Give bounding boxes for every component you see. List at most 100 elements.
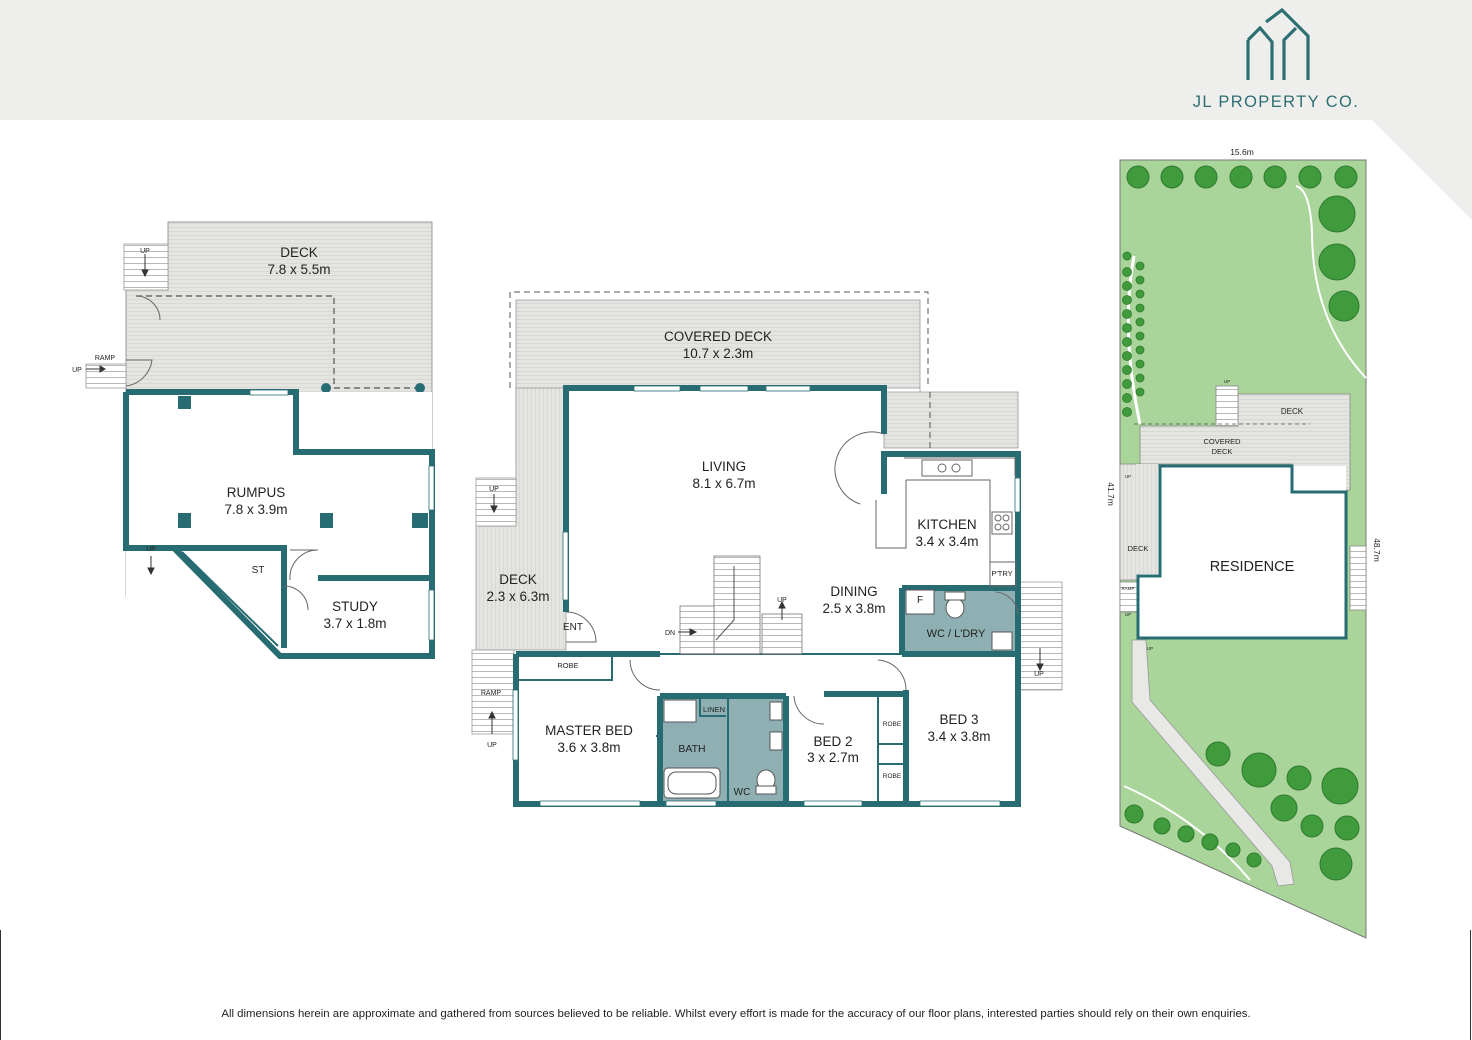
bed2-dims: 3 x 2.7m (807, 750, 859, 765)
master-bed-name: MASTER BED (545, 723, 633, 738)
site-trees-large (1124, 195, 1360, 881)
site-up-label: UP (1125, 474, 1131, 479)
site-up-label: UP (1224, 379, 1230, 384)
dining-name: DINING (830, 584, 877, 599)
lower-arrows (86, 254, 155, 576)
site-up-label: UP (1125, 612, 1131, 617)
main-door-swings (565, 431, 1019, 725)
site-covered-deck-label: DECK (1212, 447, 1233, 456)
main-fixtures (663, 589, 1013, 799)
deck-post (415, 383, 425, 393)
bath-label: BATH (678, 743, 705, 755)
covered-deck-dashed (509, 291, 929, 388)
main-up-label: UP (1034, 671, 1044, 678)
rumpus-name: RUMPUS (227, 485, 286, 500)
residence-top-mask (1136, 464, 1158, 574)
robe-label: ROBE (557, 661, 578, 670)
lower-up-label: UP (140, 248, 150, 255)
study-dims: 3.7 x 1.8m (323, 616, 386, 631)
rumpus-column (412, 513, 428, 528)
main-arrows (488, 494, 1044, 734)
store-label: ST (252, 565, 265, 576)
covered-deck-area (515, 299, 1019, 467)
study-name: STUDY (332, 599, 378, 614)
main-floor-plan: COVERED DECK 10.7 x 2.3m LIVING 8.1 x 6.… (471, 291, 1063, 807)
lower-up-label: UP (146, 546, 156, 553)
lower-deck-dims: 7.8 x 5.5m (267, 262, 330, 277)
kitchen-name: KITCHEN (917, 517, 976, 532)
site-deck-side-label: DECK (1128, 544, 1149, 553)
left-boundary-dimension: 41.7m (1106, 482, 1116, 506)
stair-diagonal (181, 551, 279, 647)
residence-label: RESIDENCE (1210, 559, 1295, 575)
residence-cutout (1136, 464, 1348, 640)
rumpus-column (320, 513, 333, 528)
living-name: LIVING (702, 459, 746, 474)
site-ramp-label: RAMP (1121, 586, 1134, 591)
rumpus-window (249, 389, 289, 396)
pantry-label: P'TRY (991, 569, 1012, 578)
door-swing (283, 585, 309, 611)
bed3-dims: 3.4 x 3.8m (927, 729, 990, 744)
kitchen-dims: 3.4 x 3.4m (915, 534, 978, 549)
side-stairs (475, 477, 517, 527)
rumpus-floor (126, 392, 432, 656)
lower-floor-plan: DECK 7.8 x 5.5m RUMPUS 7.8 x 3.9m STUDY … (72, 221, 435, 659)
front-path-edge (1123, 785, 1251, 881)
dining-dims: 2.5 x 3.8m (822, 601, 885, 616)
site-tree-row-top (1126, 165, 1358, 189)
door-swing (289, 549, 319, 581)
driveway-curve (1295, 185, 1367, 379)
front-path (1131, 639, 1295, 887)
rumpus-dims: 7.8 x 3.9m (224, 502, 287, 517)
side-deck-dims: 2.3 x 6.3m (486, 589, 549, 604)
main-up-label: UP (489, 486, 499, 493)
kitchen-benches (875, 457, 1017, 587)
fridge-label: F (917, 595, 923, 606)
door-swing (135, 295, 161, 321)
living-dims: 8.1 x 6.7m (692, 476, 755, 491)
rumpus-column (178, 396, 191, 409)
stair-up-label: UP (777, 597, 787, 604)
site-stairs (1349, 545, 1367, 611)
rumpus-window (428, 465, 435, 511)
lower-walls (123, 389, 435, 659)
bed3-name: BED 3 (939, 712, 978, 727)
site-covered-deck-label: COVERED (1203, 437, 1241, 446)
brand-logo: JL PROPERTY CO. (1193, 8, 1360, 111)
robe-label: ROBE (883, 773, 902, 780)
covered-deck-name: COVERED DECK (664, 329, 772, 344)
door-swing (125, 359, 153, 387)
robe-label: ROBE (883, 721, 902, 728)
site-deck-label: DECK (1281, 407, 1304, 416)
rumpus-column (178, 513, 191, 528)
deck-post (321, 383, 331, 393)
covered-deck-dims: 10.7 x 2.3m (683, 346, 754, 361)
main-up-label: UP (487, 742, 497, 749)
site-hedge (1122, 251, 1145, 417)
laundry-label: WC / L'DRY (927, 628, 986, 640)
lower-stairs-top (123, 243, 169, 291)
entry-label: ENT (563, 622, 583, 633)
lower-up-label: UP (72, 367, 82, 374)
study-window (428, 589, 435, 641)
lower-deck-name: DECK (280, 245, 318, 260)
right-boundary-dimension: 48.7m (1372, 538, 1382, 562)
lower-ramp (85, 363, 127, 389)
stair-dn-label: DN (665, 630, 675, 637)
page-edge-mark (1470, 930, 1471, 1040)
frontage-dimension: 15.6m (1230, 147, 1254, 157)
header-corner (1372, 120, 1472, 220)
main-windows (512, 385, 1021, 807)
site-stairs (1215, 385, 1239, 427)
deck-dashed-edge (136, 295, 420, 389)
master-bed-dims: 3.6 x 3.8m (557, 740, 620, 755)
linen-label: LINEN (703, 705, 725, 714)
site-plan: 15.6m 41.7m 48.7m RESIDENCE DECK COVERED… (1106, 147, 1382, 939)
brand-name: JL PROPERTY CO. (1193, 93, 1360, 111)
bed2-name: BED 2 (813, 734, 852, 749)
side-deck-name: DECK (499, 572, 537, 587)
header-band (0, 0, 1472, 120)
disclaimer-text: All dimensions herein are approximate an… (221, 1008, 1251, 1020)
